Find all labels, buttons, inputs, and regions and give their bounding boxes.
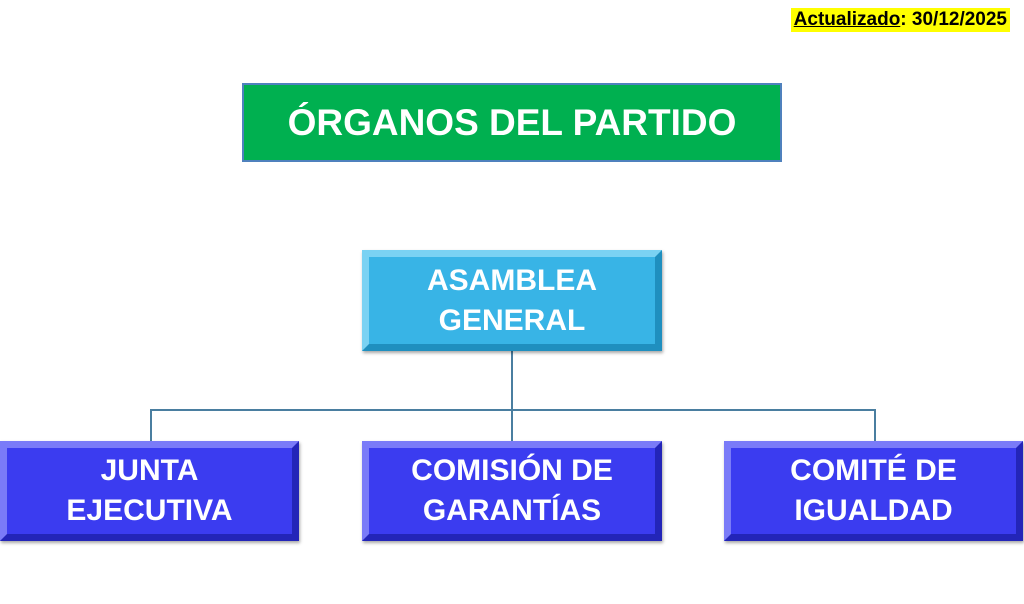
node-junta-ejecutiva: JUNTA EJECUTIVA	[0, 441, 299, 541]
node-asamblea-general: ASAMBLEA GENERAL	[362, 250, 662, 351]
updated-label: Actualizado	[793, 9, 901, 30]
connector-child-2	[511, 409, 513, 442]
node-line: GENERAL	[438, 303, 586, 337]
node-line: JUNTA	[100, 454, 199, 487]
node-line: EJECUTIVA	[66, 494, 233, 527]
connector-child-1	[150, 409, 152, 442]
node-comision-garantias: COMISIÓN DE GARANTÍAS	[362, 441, 662, 541]
updated-separator: :	[900, 9, 907, 30]
node-line: IGUALDAD	[794, 494, 953, 527]
updated-date: 30/12/2025	[911, 9, 1007, 30]
node-line: COMISIÓN DE	[411, 454, 613, 487]
connector-horizontal	[150, 409, 875, 411]
node-comite-igualdad: COMITÉ DE IGUALDAD	[724, 441, 1023, 541]
node-line: COMITÉ DE	[790, 454, 957, 487]
updated-date-badge: Actualizado: 30/12/2025	[790, 8, 1010, 32]
connector-root-down	[511, 350, 513, 410]
node-line: ASAMBLEA	[427, 263, 597, 297]
node-line: GARANTÍAS	[422, 494, 602, 527]
connector-child-3	[874, 409, 876, 442]
page-title: ÓRGANOS DEL PARTIDO	[242, 83, 782, 162]
